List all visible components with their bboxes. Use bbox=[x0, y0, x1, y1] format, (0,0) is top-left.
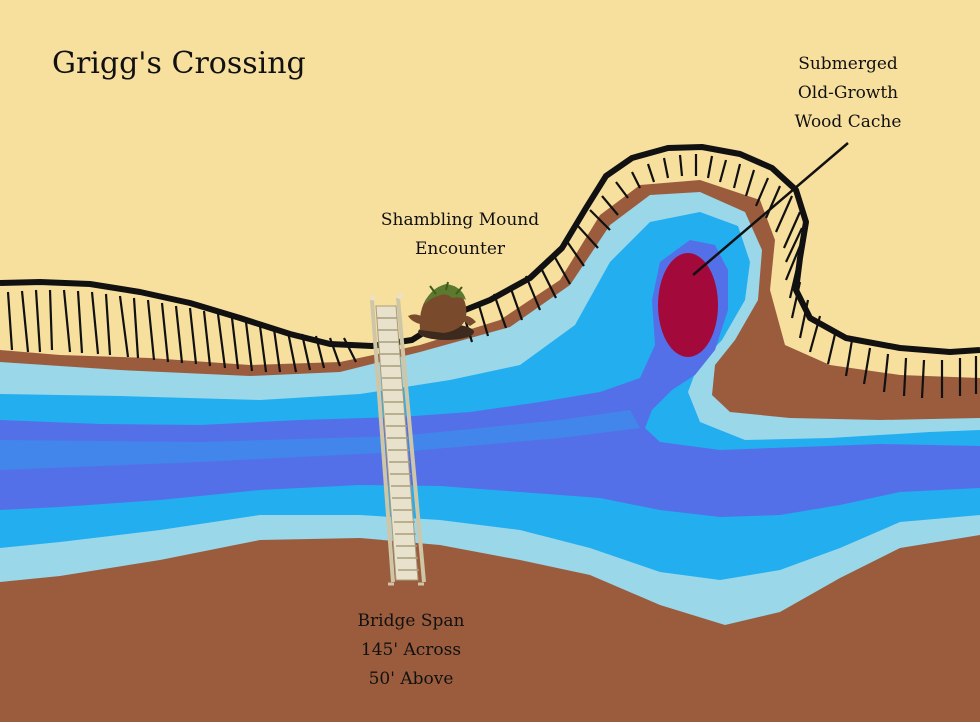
label-wood-cache: Submerged Old-Growth Wood Cache bbox=[778, 50, 918, 137]
wood-cache-marker[interactable] bbox=[658, 253, 718, 357]
cliff-outline bbox=[0, 144, 980, 355]
label-line: Wood Cache bbox=[794, 112, 902, 132]
shambling-mound-icon[interactable] bbox=[408, 281, 476, 340]
label-bridge-span: Bridge Span 145' Across 50' Above bbox=[338, 607, 484, 694]
label-line: 145' Across bbox=[360, 640, 462, 660]
label-line: Bridge Span bbox=[357, 611, 465, 631]
label-line: Shambling Mound bbox=[380, 210, 540, 230]
label-line: Encounter bbox=[414, 239, 506, 259]
cliff-edge bbox=[6, 154, 978, 399]
label-line: Old-Growth bbox=[797, 83, 899, 103]
channel-stripe bbox=[0, 410, 640, 470]
label-line: Submerged bbox=[798, 54, 898, 74]
map-title: Grigg's Crossing bbox=[52, 46, 306, 81]
deep-water bbox=[0, 240, 980, 517]
bridge-icon[interactable] bbox=[370, 292, 426, 586]
label-line: 50' Above bbox=[368, 669, 454, 689]
label-shambling-mound: Shambling Mound Encounter bbox=[375, 206, 545, 264]
